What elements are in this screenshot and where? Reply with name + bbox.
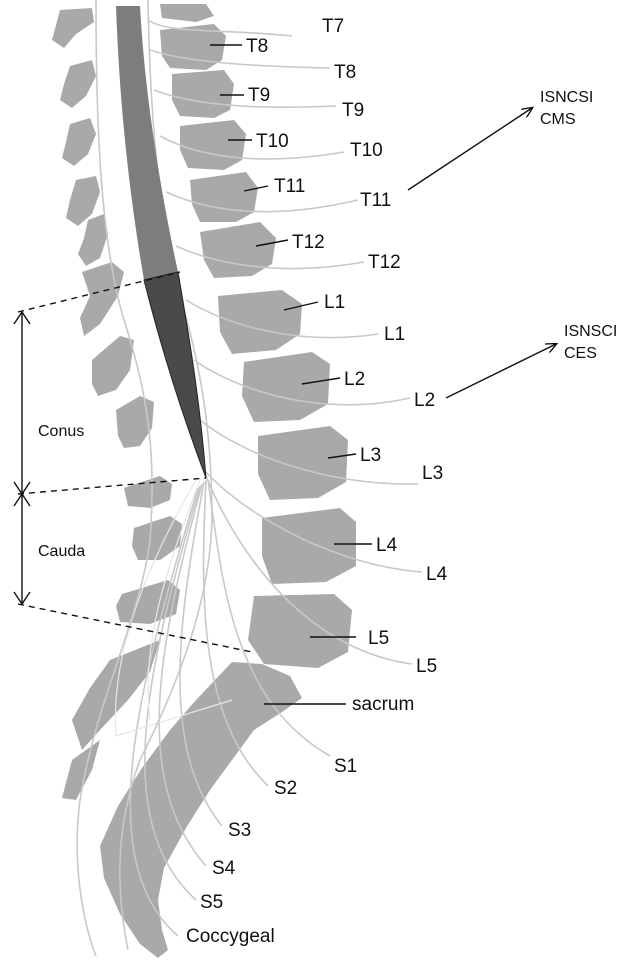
spinous-process [62, 118, 96, 166]
vertebral-body-l4 [262, 508, 356, 584]
spinous-process [60, 60, 96, 108]
vertebral-body-t12 [200, 222, 276, 278]
nerve-label-t12: T12 [368, 252, 401, 273]
spinous-processes [52, 8, 182, 800]
vertebral-body-t9 [172, 70, 234, 118]
spinous-process [52, 8, 94, 48]
body-label-t8: T8 [246, 36, 268, 57]
body-label-t9: T9 [248, 85, 270, 106]
cms-label-line1: ISNCSI [540, 89, 593, 106]
conus-medullaris [144, 272, 206, 478]
body-label-l3: L3 [360, 445, 381, 466]
vertebral-body-l3 [258, 426, 348, 500]
region-label-conus: Conus [38, 423, 84, 440]
ces-label-line2: CES [564, 345, 597, 362]
vertebral-body-t10 [180, 120, 246, 170]
nerve-label-t11: T11 [360, 190, 391, 211]
body-label-l4: L4 [376, 535, 398, 556]
nerve-label-t7: T7 [322, 16, 344, 37]
nerve-label-t9: T9 [342, 100, 364, 121]
nerve-label-t8: T8 [334, 62, 356, 83]
spinous-process [92, 336, 134, 396]
cms-label-line2: CMS [540, 111, 576, 128]
ces-label-line1: ISNSCI [564, 323, 617, 340]
nerve-label-s5: S5 [200, 892, 223, 913]
nerve-label-l2: L2 [414, 390, 435, 411]
syndrome-arrows [408, 108, 556, 398]
body-label-t10: T10 [256, 131, 289, 152]
spinous-process [124, 476, 172, 508]
vertebral-body-t11 [190, 172, 258, 222]
body-label-l5: L5 [368, 628, 389, 649]
vertebral-body-l1 [218, 290, 302, 354]
body-label-sacrum: sacrum [352, 694, 414, 715]
nerve-label-s3: S3 [228, 820, 251, 841]
spinous-process [132, 516, 182, 560]
body-label-t11: T11 [274, 176, 305, 197]
vertebral-body-l5 [248, 594, 352, 668]
body-label-t12: T12 [292, 232, 325, 253]
nerve-label-s4: S4 [212, 858, 236, 879]
nerve-label-l5: L5 [416, 656, 437, 677]
ces-arrow [446, 344, 556, 398]
nerve-label-l4: L4 [426, 564, 448, 585]
body-label-l1: L1 [324, 292, 345, 313]
vertebral-body-t7 [160, 4, 214, 22]
nerve-label-l1: L1 [384, 324, 405, 345]
conus-bottom-line [18, 478, 206, 494]
spinous-process [80, 262, 124, 336]
nerve-label-t10: T10 [350, 140, 383, 161]
nerve-label-coccygeal: Coccygeal [186, 926, 275, 947]
vertebral-body-l2 [242, 352, 330, 422]
cms-arrow [408, 108, 532, 190]
nerve-label-s1: S1 [334, 756, 357, 777]
region-label-cauda: Cauda [38, 543, 85, 560]
nerve-label-s2: S2 [274, 778, 297, 799]
nerve-label-l3: L3 [422, 463, 443, 484]
body-label-l2: L2 [344, 369, 365, 390]
